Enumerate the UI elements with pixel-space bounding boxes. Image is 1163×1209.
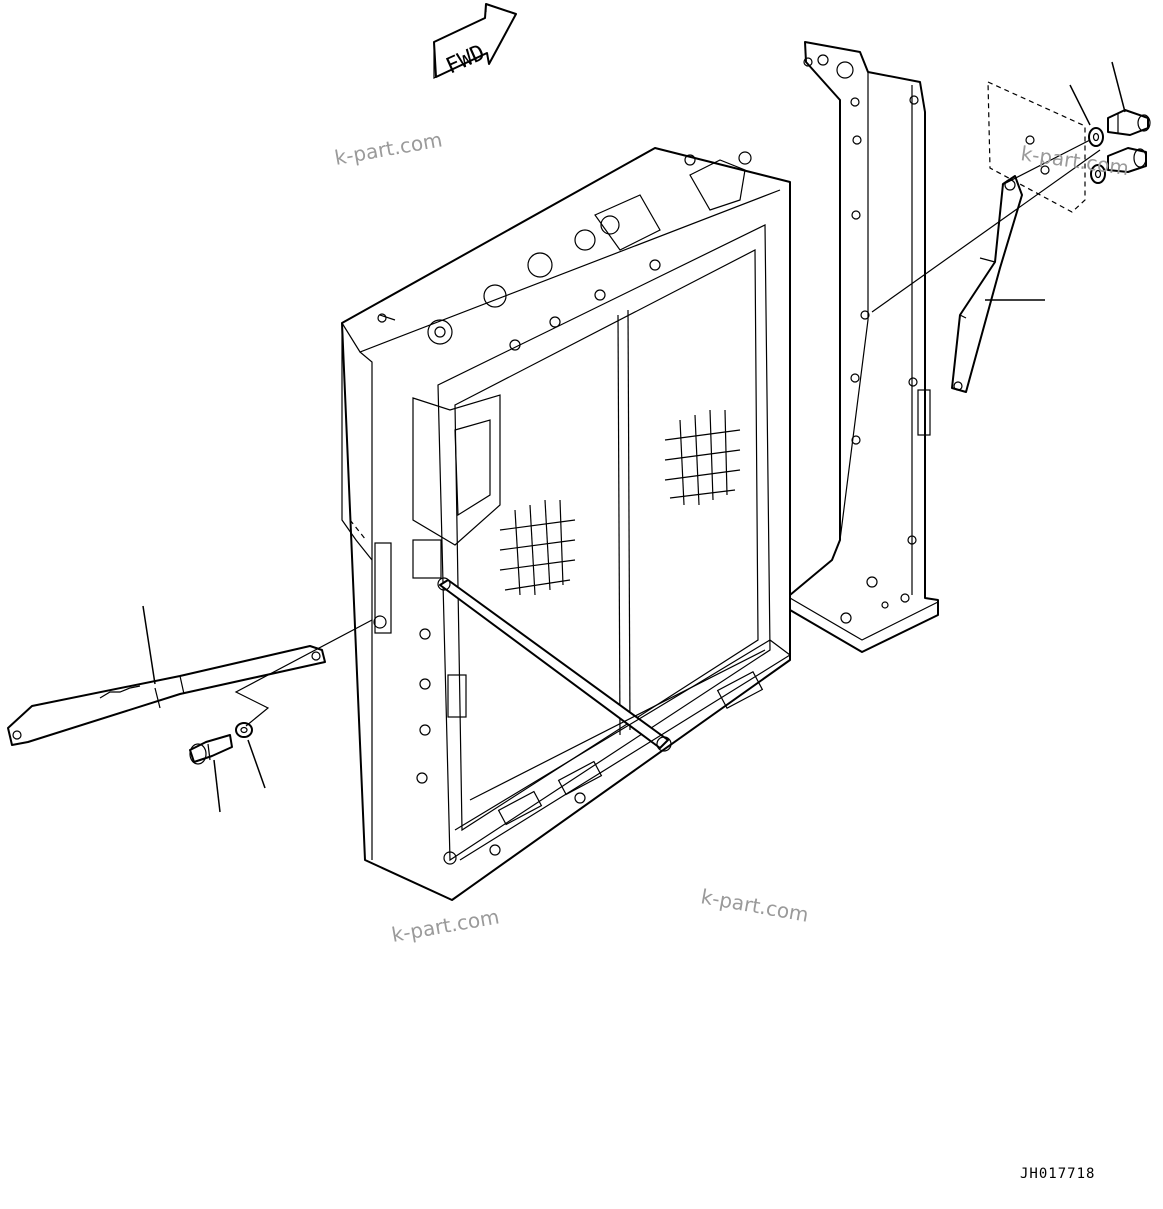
radiator-assembly <box>341 147 792 901</box>
lower-washer <box>1090 164 1106 184</box>
watermark-text: k-part.com <box>390 904 501 947</box>
left-bolt <box>189 734 233 765</box>
support-column <box>789 41 939 653</box>
fwd-arrow-icon: FWD <box>433 3 517 79</box>
left-washer <box>235 722 253 738</box>
drawing-number: JH017718 <box>1020 1166 1095 1182</box>
bracket-plate <box>987 81 1086 213</box>
lower-bolt <box>1107 147 1147 173</box>
upper-stay-rod <box>951 175 1023 393</box>
left-stay-rod <box>7 645 326 746</box>
upper-washer <box>1088 127 1104 147</box>
assembly-lines <box>234 139 1101 727</box>
watermark-text: k-part.com <box>1019 141 1130 180</box>
leader-lines <box>142 61 1126 813</box>
watermark-text: k-part.com <box>333 127 444 170</box>
upper-bolt <box>1107 109 1151 136</box>
watermark-text: k-part.com <box>699 884 810 927</box>
